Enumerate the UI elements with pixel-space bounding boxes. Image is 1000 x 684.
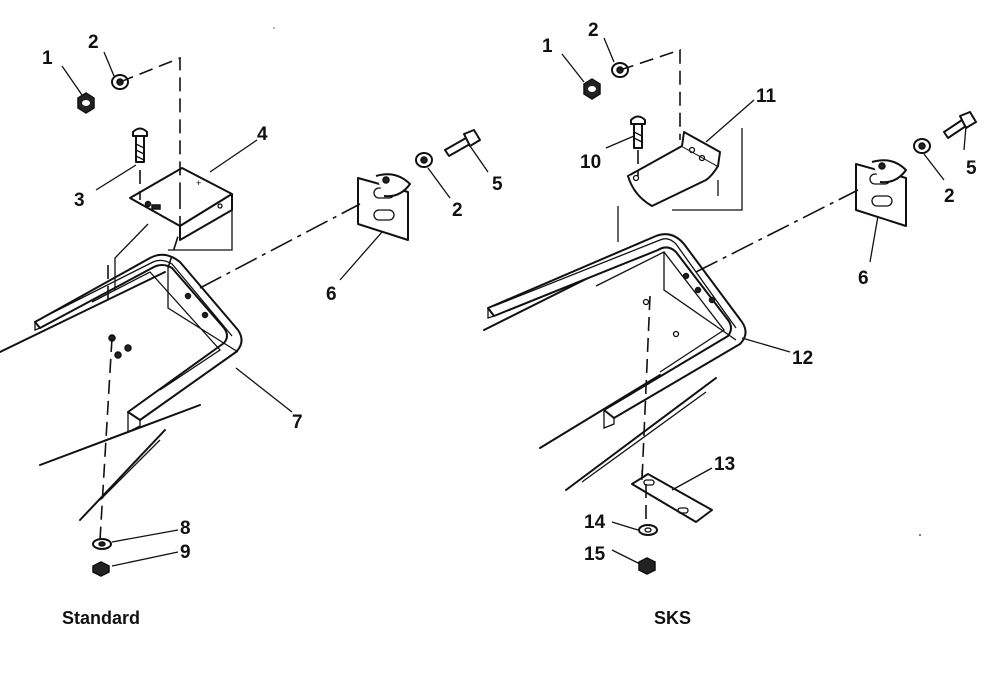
standard-assembly: + bbox=[0, 32, 503, 628]
sks-leader-lines bbox=[561, 37, 967, 565]
callout-standard-5: 5 bbox=[492, 174, 503, 195]
sks-hitch-frame bbox=[487, 233, 747, 429]
sks-washer-bolt bbox=[913, 111, 977, 154]
callout-sks-2b: 2 bbox=[944, 186, 955, 207]
callout-sks-11: 11 bbox=[756, 86, 777, 107]
scan-speck bbox=[273, 27, 275, 29]
callout-sks-15: 15 bbox=[584, 544, 606, 565]
standard-carriage-bolt bbox=[132, 127, 148, 163]
sks-nut-washer bbox=[583, 62, 629, 100]
sks-bracket bbox=[627, 131, 721, 207]
standard-hitch-frame bbox=[34, 253, 243, 434]
callout-standard-8: 8 bbox=[180, 518, 191, 539]
sks-callouts: 1 2 11 10 5 2 6 12 13 14 15 bbox=[542, 20, 977, 565]
callout-standard-4: 4 bbox=[257, 124, 268, 145]
caption-standard: Standard bbox=[62, 608, 140, 628]
standard-washer-bolt bbox=[415, 129, 481, 168]
callout-standard-6: 6 bbox=[326, 284, 337, 305]
standard-bottom-fasteners bbox=[92, 538, 112, 577]
standard-callouts: 1 2 3 4 5 2 6 7 8 9 bbox=[42, 32, 503, 563]
caption-sks: SKS bbox=[654, 608, 691, 628]
callout-sks-2: 2 bbox=[588, 20, 599, 41]
sks-hitch-plate bbox=[855, 159, 907, 227]
sks-assembly-lines bbox=[617, 48, 859, 524]
svg-text:+: + bbox=[196, 178, 201, 188]
sks-assembly: 1 2 11 10 5 2 6 12 13 14 15 SKS bbox=[483, 20, 977, 628]
sks-carriage-bolt bbox=[630, 115, 646, 149]
standard-bracket-plate: + bbox=[129, 167, 233, 241]
callout-sks-5: 5 bbox=[966, 158, 977, 179]
callout-sks-10: 10 bbox=[580, 152, 601, 173]
standard-leader-lines bbox=[61, 51, 489, 567]
callout-standard-9: 9 bbox=[180, 542, 191, 563]
callout-sks-13: 13 bbox=[714, 454, 735, 475]
callout-sks-1: 1 bbox=[542, 36, 553, 57]
sks-frame-rails bbox=[483, 275, 717, 491]
standard-hitch-plate bbox=[357, 173, 411, 241]
callout-standard-7: 7 bbox=[292, 412, 303, 433]
scan-speck bbox=[919, 534, 921, 536]
sks-bottom-strap bbox=[631, 473, 713, 523]
callout-standard-1: 1 bbox=[42, 48, 53, 69]
standard-frame-rails bbox=[0, 271, 201, 521]
callout-sks-6: 6 bbox=[858, 268, 869, 289]
standard-nut bbox=[77, 92, 95, 114]
callout-standard-2b: 2 bbox=[452, 200, 463, 221]
sks-bottom-fasteners bbox=[638, 524, 658, 575]
callout-standard-2: 2 bbox=[88, 32, 99, 53]
callout-sks-14: 14 bbox=[584, 512, 606, 533]
callout-standard-3: 3 bbox=[74, 190, 85, 211]
callout-sks-12: 12 bbox=[792, 348, 813, 369]
standard-assembly-lines bbox=[99, 56, 361, 541]
